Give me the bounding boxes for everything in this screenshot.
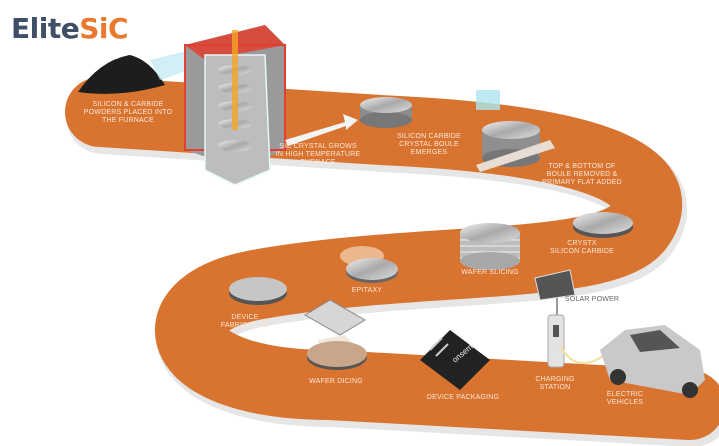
- arrow-icon: [285, 114, 358, 146]
- ribbon-gap: [290, 185, 560, 225]
- electric-car-icon: [600, 325, 705, 398]
- crystx-wafer-icon: [573, 212, 633, 238]
- fabricated-wafer-icon: [229, 277, 287, 305]
- label-wafer-dicing: WAFER DICING: [309, 378, 363, 385]
- charging-station-icon: [547, 314, 606, 368]
- epitaxy-wafer-icon: [340, 246, 398, 283]
- furnace-icon: [184, 25, 286, 186]
- logo-sic: SiC: [79, 12, 129, 45]
- boule-icon: [360, 97, 412, 128]
- wafer-stack-icon: [460, 223, 520, 270]
- powder-beam: [150, 50, 190, 80]
- label-device-packaging: DEVICE PACKAGING: [426, 394, 500, 401]
- elitesic-logo: EliteSiC: [11, 12, 129, 45]
- boule-flat-icon: [476, 90, 555, 172]
- onsemi-chip-icon: onsemi: [420, 330, 490, 390]
- wafer-dicing-icon: [304, 299, 367, 370]
- label-solar-power: SOLAR POWER: [564, 296, 620, 303]
- label-epitaxy: EPITAXY: [351, 287, 383, 294]
- powder-pile-icon: [78, 55, 165, 94]
- label-wafer-slicing: WAFER SLICING: [461, 269, 519, 276]
- solar-panel-icon: [534, 269, 576, 320]
- logo-elite: Elite: [11, 12, 80, 45]
